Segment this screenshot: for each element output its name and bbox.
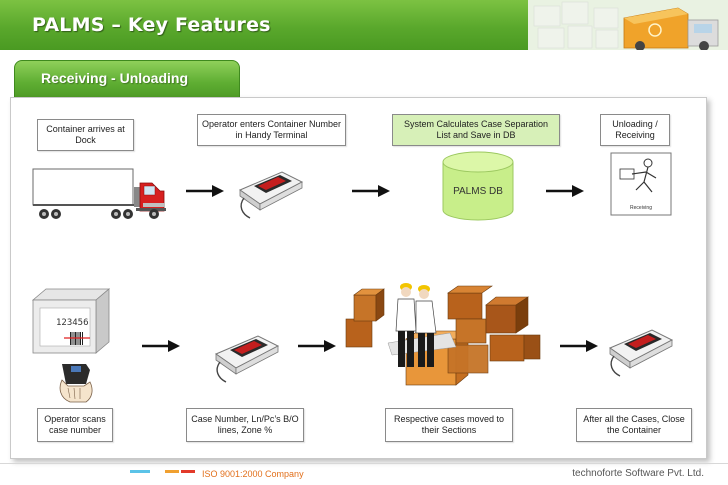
barcode-label-box <box>31 288 111 354</box>
header-banner: PALMS – Key Features <box>0 0 728 50</box>
page-title: PALMS – Key Features <box>32 14 271 36</box>
step-operator-scans: Operator scans case number <box>37 408 113 442</box>
flow-arrow <box>352 185 390 197</box>
footer-accent-orange <box>165 470 179 473</box>
step-operator-enters: Operator enters Container Number in Hand… <box>197 114 346 146</box>
footer-divider <box>0 463 728 464</box>
handy-terminal-icon <box>608 329 674 377</box>
handy-terminal-icon <box>238 171 304 219</box>
section-tab <box>14 60 240 97</box>
database-label: PALMS DB <box>453 186 503 197</box>
receiving-caption: Receiving <box>630 205 652 211</box>
footer-company-name: technoforte Software Pvt. Ltd. <box>572 468 704 479</box>
handy-terminal-icon <box>214 335 280 383</box>
workers-moving-boxes-illustration <box>345 283 541 386</box>
diagram-panel <box>10 97 707 459</box>
header-delivery-illustration <box>528 0 728 50</box>
step-case-number-info: Case Number, Ln/Pc’s B/O lines, Zone % <box>186 408 304 442</box>
flow-arrow <box>298 340 336 352</box>
footer-accent-blue <box>130 470 150 473</box>
container-truck-illustration <box>32 168 166 219</box>
footer-accent-red <box>181 470 195 473</box>
step-system-calculates: System Calculates Case Separation List a… <box>392 114 560 146</box>
flow-arrow <box>142 340 180 352</box>
footer-iso-text: ISO 9001:2000 Company <box>202 469 304 479</box>
step-container-arrives: Container arrives at Dock <box>37 119 134 151</box>
receiving-document-icon <box>610 152 672 216</box>
step-cases-moved: Respective cases moved to their Sections <box>385 408 513 442</box>
flow-arrow <box>546 185 584 197</box>
database-cylinder-icon <box>442 151 514 221</box>
flow-arrow <box>560 340 598 352</box>
barcode-scanner-hand-icon <box>59 364 93 403</box>
step-close-container: After all the Cases, Close the Container <box>576 408 692 442</box>
flow-arrow <box>186 185 224 197</box>
section-title: Receiving - Unloading <box>41 70 189 86</box>
step-unloading-receiving: Unloading / Receiving <box>600 114 670 146</box>
barcode-number: 123456 <box>56 318 89 328</box>
